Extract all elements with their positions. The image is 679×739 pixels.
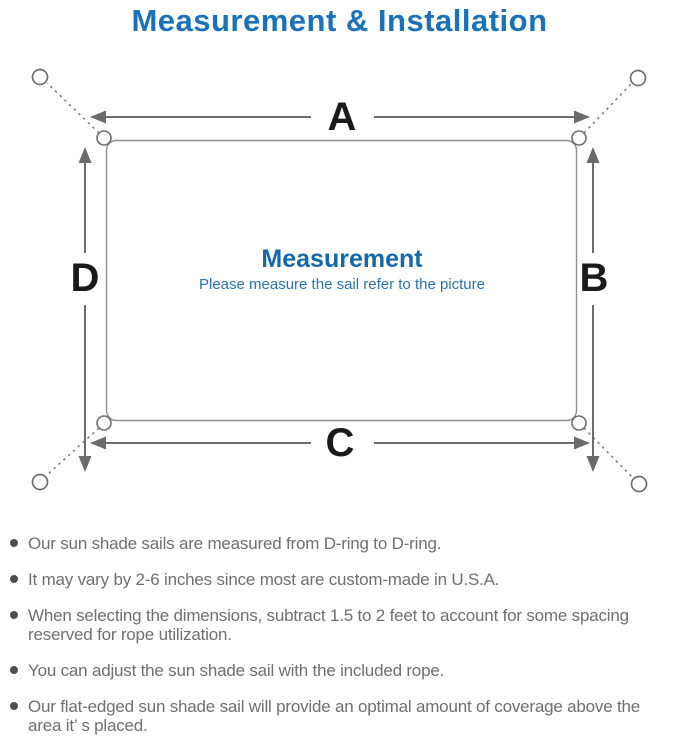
sail-outline [105,139,578,422]
arrowhead-left-icon [90,436,106,450]
rope-dashed-line [46,82,100,134]
bullet-dot-icon [10,575,18,583]
dimension-arrow-a [90,110,590,124]
dimension-label-d: D [70,256,100,300]
rope-dashed-line [46,427,100,476]
d-ring-icon [571,415,587,431]
instruction-text: When selecting the dimensions, subtract … [28,606,629,644]
bullet-dot-icon [10,666,18,674]
rope-dashed-line [583,427,633,478]
rope-dashed-lines [46,82,633,478]
arrowhead-left-icon [90,110,106,124]
instructions-list: Our sun shade sails are measured from D-… [10,534,671,735]
sail-caption-subtitle: Please measure the sail refer to the pic… [199,276,485,293]
dimension-label-c: C [325,421,355,465]
sail-caption: Measurement Please measure the sail refe… [122,245,562,295]
arrowhead-right-icon [574,110,590,124]
instruction-text: Our flat-edged sun shade sail will provi… [28,697,641,735]
measurement-diagram: A B C D Measurement Please measure the s… [0,55,679,520]
dimension-label-a: A [327,95,357,139]
instructions-section: Our sun shade sails are measured from D-… [10,524,671,739]
list-item: When selecting the dimensions, subtract … [10,606,671,644]
sail-caption-heading: Measurement [261,245,423,273]
list-item: It may vary by 2-6 inches since most are… [10,570,671,589]
d-ring-icon [96,415,112,431]
d-rings [96,130,587,431]
sail-diagram-art [31,68,648,493]
anchor-points [31,68,648,493]
anchor-point-icon [630,475,648,493]
instruction-text: Our sun shade sails are measured from D-… [28,534,442,553]
arrowhead-down-icon [586,456,600,472]
arrowhead-down-icon [78,456,92,472]
list-item: You can adjust the sun shade sail with t… [10,661,671,680]
d-ring-icon [96,130,112,146]
bullet-dot-icon [10,611,18,619]
dimension-label-b: B [579,256,609,300]
rope-dashed-line [583,83,632,134]
arrowhead-up-icon [586,147,600,163]
page-title: Measurement & Installation [131,3,548,38]
anchor-point-icon [31,68,49,86]
dimension-arrow-c [90,436,590,450]
anchor-point-icon [31,473,49,491]
instruction-text: You can adjust the sun shade sail with t… [28,661,445,680]
list-item: Our flat-edged sun shade sail will provi… [10,697,671,735]
instruction-text: It may vary by 2-6 inches since most are… [28,570,500,589]
bullet-dot-icon [10,539,18,547]
dimension-arrow-d [78,147,92,472]
list-item: Our sun shade sails are measured from D-… [10,534,671,553]
arrowhead-up-icon [78,147,92,163]
anchor-point-icon [629,69,647,87]
d-ring-icon [571,130,587,146]
bullet-dot-icon [10,702,18,710]
arrowhead-right-icon [574,436,590,450]
dimension-arrow-b [586,147,600,472]
